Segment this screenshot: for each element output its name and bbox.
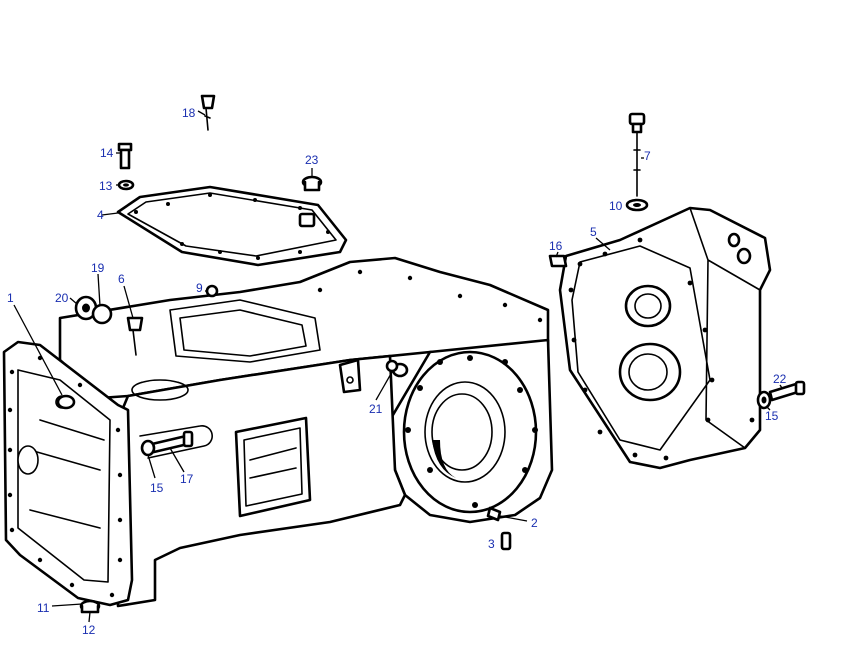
callout-9: 9	[196, 281, 203, 295]
callout-5: 5	[590, 225, 597, 239]
top-cover-plate	[116, 185, 348, 267]
washer-15-rear	[756, 390, 772, 410]
leader-lines	[13, 110, 783, 623]
dowel-2	[486, 506, 502, 522]
stud-7	[628, 112, 646, 197]
bolt-14	[117, 142, 133, 170]
callout-13: 13	[99, 179, 113, 193]
drain-plug-11-12	[79, 599, 101, 614]
plug-9	[205, 284, 219, 298]
transmission-housing	[2, 256, 554, 608]
callout-22: 22	[773, 372, 787, 386]
dipstick-18	[200, 94, 216, 131]
breather-6	[126, 316, 144, 356]
seal-19-20	[74, 295, 113, 325]
callout-19: 19	[91, 261, 105, 275]
callout-12: 12	[82, 623, 96, 637]
rear-bore	[402, 350, 538, 514]
callout-10: 10	[609, 199, 623, 213]
housing-bolt-holes	[7, 269, 543, 598]
inspection-window	[234, 416, 312, 518]
callout-15-rear: 15	[765, 409, 779, 423]
callout-2: 2	[531, 516, 538, 530]
callout-17: 17	[180, 472, 194, 486]
callout-11: 11	[37, 601, 50, 615]
callout-23: 23	[305, 153, 319, 167]
plug-21	[385, 359, 409, 378]
bolt-22	[768, 380, 806, 402]
callout-20: 20	[55, 291, 69, 305]
callout-18: 18	[182, 106, 196, 120]
dowel-3	[500, 531, 512, 551]
rear-cover-housing	[558, 206, 772, 470]
callout-1: 1	[7, 291, 14, 305]
callout-7: 7	[644, 149, 651, 163]
callout-15-front: 15	[150, 481, 164, 495]
callout-21: 21	[369, 402, 383, 416]
washer-10	[625, 198, 649, 212]
callout-3: 3	[488, 537, 495, 551]
callout-labels: 1 2 3 4 5 6 7 9 10 11 12 13 14 15 15 16 …	[7, 106, 787, 637]
dowel-16	[548, 254, 568, 268]
plug-23	[301, 175, 323, 192]
plug-1	[56, 394, 76, 410]
washer-13	[117, 179, 135, 191]
callout-6: 6	[118, 272, 125, 286]
callout-14: 14	[100, 146, 114, 160]
callout-4: 4	[97, 208, 104, 222]
callout-16: 16	[549, 239, 563, 253]
washer-15-front	[140, 439, 156, 457]
